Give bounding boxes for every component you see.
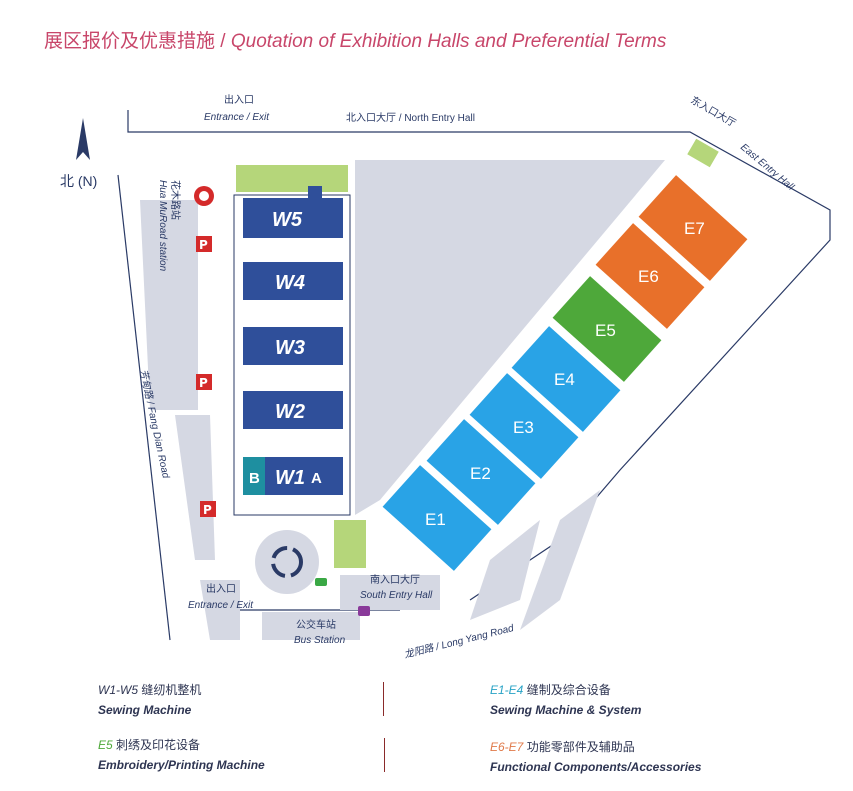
hall-e6[interactable]: [595, 223, 705, 329]
west-halls: [243, 186, 343, 495]
label-e6: E6: [638, 267, 659, 286]
legend-en: Sewing Machine: [98, 703, 192, 717]
legend-code: W1-W5: [98, 683, 138, 697]
legend-divider: [384, 738, 385, 772]
car-icon: [315, 578, 327, 586]
north-label: 北 (N): [60, 173, 97, 189]
exit-top-en: Entrance / Exit: [204, 112, 270, 123]
east-hall-en: East Entry Hall: [738, 142, 796, 193]
hall-w1-b[interactable]: [243, 457, 265, 495]
station-en: Hua MuRoad station: [157, 180, 168, 272]
legend-item-e1-e4: E1-E4 缝制及综合设备 Sewing Machine & System: [490, 680, 641, 720]
legend-en: Embroidery/Printing Machine: [98, 758, 265, 772]
legend-code: E6-E7: [490, 740, 524, 754]
label-e2: E2: [470, 464, 491, 483]
legend-en: Functional Components/Accessories: [490, 760, 702, 774]
hall-w4[interactable]: [243, 262, 343, 300]
exit-top-zh: 出入口: [224, 93, 254, 106]
north-hall-label: 北入口大厅 / North Entry Hall: [346, 111, 475, 124]
exit-bottom-en: Entrance / Exit: [188, 600, 254, 611]
label-e4: E4: [554, 370, 575, 389]
label-w1-b: B: [249, 470, 260, 487]
legend-zh: 功能零部件及辅助品: [526, 740, 635, 754]
label-w2: W2: [275, 401, 305, 423]
legend-item-e5: E5 刺绣及印花设备 Embroidery/Printing Machine: [98, 735, 265, 775]
exit-bottom-zh: 出入口: [206, 582, 236, 595]
east-hall-zh: 东入口大厅: [689, 93, 739, 129]
legend-item-w: W1-W5 缝纫机整机 Sewing Machine: [98, 680, 201, 720]
hall-w2[interactable]: [243, 391, 343, 429]
east-entry-hall[interactable]: [687, 138, 719, 168]
hall-e7[interactable]: [638, 175, 748, 281]
bus-station-zh: 公交车站: [296, 618, 336, 631]
roundabout-icon: [271, 546, 303, 578]
east-halls: [382, 175, 748, 571]
label-w1: W1: [275, 467, 305, 489]
page-title: 展区报价及优惠措施 / Quotation of Exhibition Hall…: [44, 26, 666, 53]
legend-code: E5: [98, 738, 113, 752]
north-arrow-icon: [76, 118, 90, 160]
bus-icon: [358, 606, 370, 616]
hall-w5-connector: [308, 186, 322, 198]
parking-label: P: [203, 503, 212, 517]
south-hall-zh: 南入口大厅: [370, 573, 420, 586]
label-w5: W5: [272, 209, 303, 231]
north-entry-hall[interactable]: [236, 165, 348, 192]
parking-label: P: [199, 376, 208, 390]
label-e1: E1: [425, 510, 446, 529]
label-w3: W3: [275, 337, 305, 359]
hall-e1[interactable]: [382, 465, 492, 571]
south-entry-hall[interactable]: [334, 520, 366, 568]
label-e5: E5: [595, 321, 616, 340]
hall-e2[interactable]: [426, 419, 536, 525]
bus-station-en: Bus Station: [294, 635, 346, 646]
legend-divider: [383, 682, 384, 716]
label-e7: E7: [684, 219, 705, 238]
hall-w5[interactable]: [243, 198, 343, 238]
label-w4: W4: [275, 272, 305, 294]
parking-icons: P P P: [196, 236, 216, 517]
title-zh: 展区报价及优惠措施: [44, 31, 216, 52]
legend-code: E1-E4: [490, 683, 524, 697]
label-e3: E3: [513, 418, 534, 437]
hall-e5[interactable]: [552, 276, 662, 382]
title-en: Quotation of Exhibition Halls and Prefer…: [230, 31, 667, 52]
land-areas: [140, 160, 665, 640]
hall-e3[interactable]: [469, 373, 579, 479]
south-hall-en: South Entry Hall: [360, 590, 433, 601]
west-zone-outline: [233, 194, 351, 516]
legend-zh: 缝纫机整机: [141, 683, 202, 697]
parking-label: P: [199, 238, 208, 252]
long-yang-road-label: 龙阳路 / Long Yang Road: [403, 622, 515, 661]
legend-zh: 刺绣及印花设备: [116, 738, 201, 752]
legend-item-e6-e7: E6-E7 功能零部件及辅助品 Functional Components/Ac…: [490, 737, 701, 777]
hall-w3[interactable]: [243, 327, 343, 365]
title-separator: /: [215, 31, 231, 52]
legend-zh: 缝制及综合设备: [526, 683, 611, 697]
hall-e4[interactable]: [511, 326, 621, 432]
legend-en: Sewing Machine & System: [490, 703, 642, 717]
label-w1-a: A: [311, 470, 322, 487]
station-zh: 花木路站: [169, 180, 182, 220]
